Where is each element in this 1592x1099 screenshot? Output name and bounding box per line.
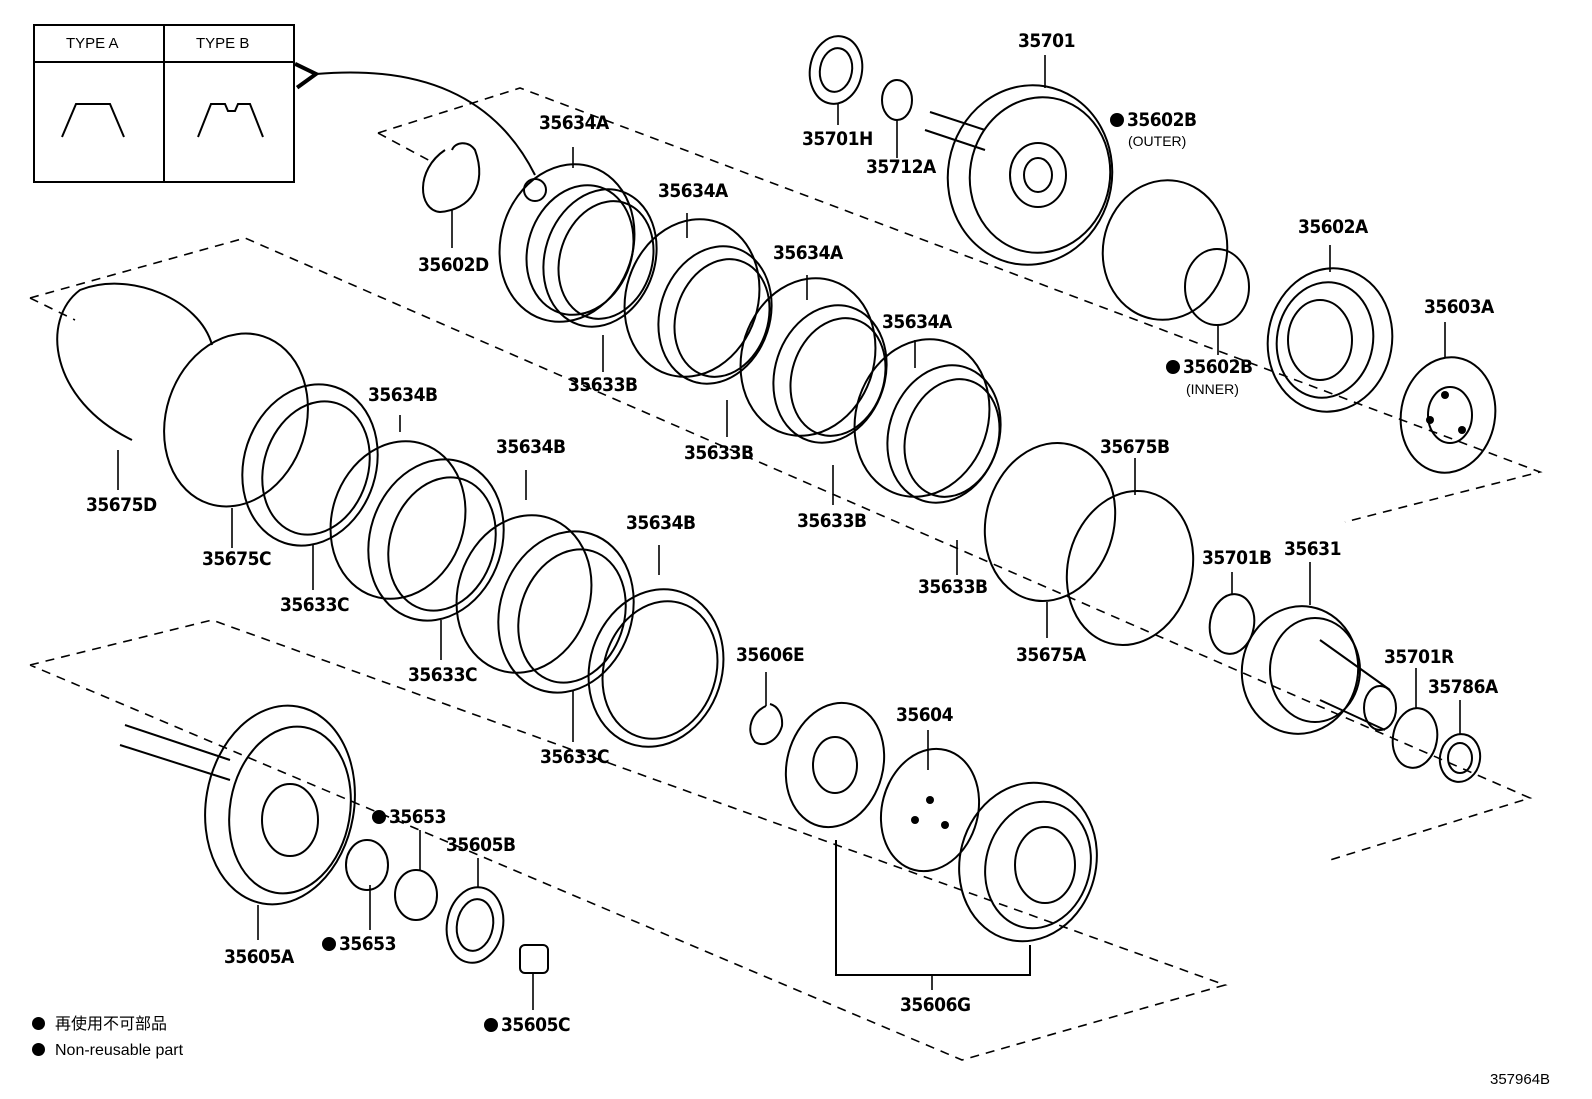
label-35712a: 35712A [866,156,936,178]
o-ring-35602b-inner [1184,248,1250,326]
label-35602b-inner: 35602B [1166,358,1253,377]
label-35633b: 35633B [918,576,988,598]
label-35602d: 35602D [418,254,489,276]
label-inner: (INNER) [1186,381,1239,397]
label-35633b: 35633B [684,442,754,464]
piston-35602a [1266,267,1394,413]
illustration-code: 357964B [1490,1071,1551,1088]
label-35604: 35604 [896,704,953,726]
snap-ring-35602d [422,142,481,214]
label-35603a: 35603A [1424,296,1494,318]
bearing-35701b [1208,593,1256,655]
legend-en: Non-reusable part [32,1043,183,1059]
label-35606g: 35606G [900,994,971,1016]
o-ring-35602b-outer [1101,179,1229,321]
label-35633c: 35633C [280,594,350,616]
label-35675b: 35675B [1100,436,1170,458]
label-35675c: 35675C [202,548,272,570]
ring-35653-lower [345,839,389,891]
label-35634b: 35634B [626,512,696,534]
leader-lines [117,55,1461,1010]
label-35701: 35701 [1018,30,1075,52]
label-35634b: 35634B [368,384,438,406]
snap-ring-35606e [749,703,784,745]
label-35675a: 35675A [1016,644,1086,666]
label-35602a: 35602A [1298,216,1368,238]
bearing-35701h [808,35,864,105]
label-35633c: 35633C [408,664,478,686]
label-35602b-outer: 35602B [1110,111,1197,130]
label-35633b: 35633B [797,510,867,532]
label-outer: (OUTER) [1128,133,1187,149]
label-35653: 35653 [372,808,446,827]
type-box [33,24,295,183]
drum-35605a [119,704,356,906]
label-35605c: 35605C [484,1016,571,1035]
upper-clutch-pack [498,163,1195,647]
callout-arrow [294,61,536,176]
assembly-35606g [784,701,1098,976]
label-35605b: 35605B [446,834,516,856]
label-35633c: 35633C [540,746,610,768]
label-35653: 35653 [322,935,396,954]
label-35786a: 35786A [1428,676,1498,698]
label-35633b: 35633B [568,374,638,396]
ring-35712a [881,79,913,121]
type-b-header: TYPE B [196,35,250,52]
label-35701b: 35701B [1202,547,1272,569]
hub-35631 [1240,605,1397,735]
label-35701r: 35701R [1384,646,1454,668]
bearing-35605b [445,886,505,964]
group-boundaries [29,87,1543,1061]
label-35634a: 35634A [539,112,609,134]
label-35701h: 35701H [802,128,873,150]
label-35634a: 35634A [882,311,952,333]
ring-35653-upper [394,869,438,921]
needle-bearing-35605c [519,944,549,974]
spring-retainer-35603a [1399,356,1497,474]
label-35675d: 35675D [86,494,157,516]
label-35605a: 35605A [224,946,294,968]
type-a-header: TYPE A [66,35,119,52]
seal-35786a [1438,733,1482,783]
label-35631: 35631 [1284,538,1341,560]
lower-clutch-pack [56,282,725,748]
label-35634a: 35634A [658,180,728,202]
label-35634a: 35634A [773,242,843,264]
bearing-35701r [1391,707,1439,769]
legend-jp: 再使用不可部品 [32,1017,167,1033]
label-35634b: 35634B [496,436,566,458]
label-35606e: 35606E [736,644,805,666]
drum-35701 [924,84,1114,266]
